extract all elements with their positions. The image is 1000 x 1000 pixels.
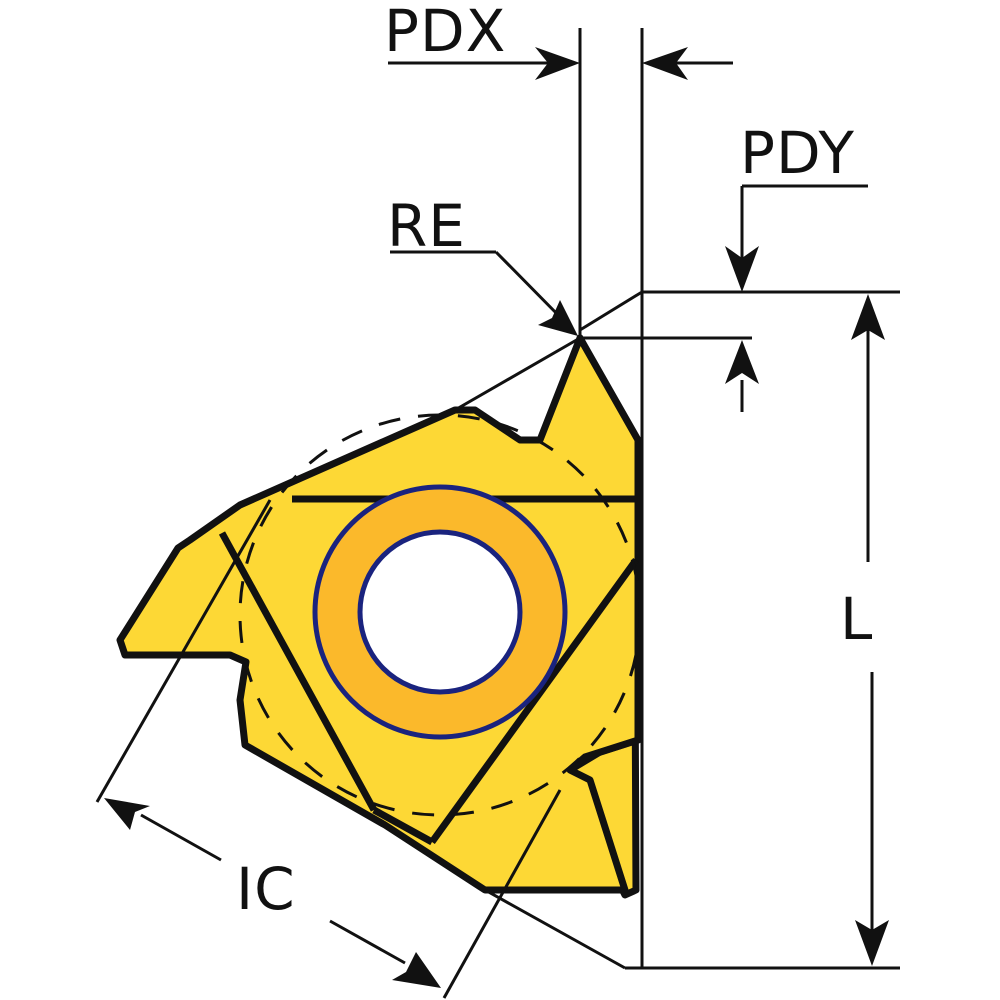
l-label: L [840, 585, 874, 653]
center-hole [357, 529, 523, 695]
arrowheads [104, 47, 889, 988]
dimension-lines [95, 28, 900, 999]
re-label: RE [387, 192, 466, 260]
ic-label: IC [236, 855, 296, 923]
pdx-label: PDX [384, 0, 507, 65]
inscribed-circle [238, 413, 642, 817]
pdy-label: PDY [740, 119, 855, 187]
